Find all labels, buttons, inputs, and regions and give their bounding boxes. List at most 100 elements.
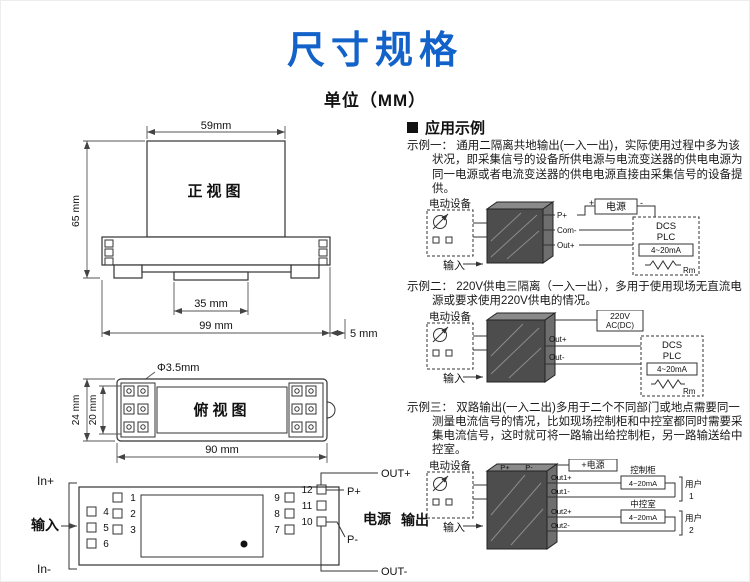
acdc-label: AC(DC) (606, 321, 634, 330)
output-channel-1: Out1+ Out1- 控制柜 4~20mA 用户 1 (547, 465, 702, 501)
user1-num: 1 (689, 491, 694, 501)
terminal-12: 12 (301, 485, 313, 496)
p-plus-label: P+ (347, 486, 361, 498)
dim-hole-label: Φ3.5mm (157, 362, 199, 374)
dest2-label: 中控室 (630, 499, 656, 509)
power-label: 电源 (606, 200, 626, 213)
page-title: 尺寸规格 (286, 30, 463, 72)
mains-supply: 220V AC(DC) (555, 309, 644, 331)
device-label: 电动设备 (429, 310, 471, 323)
user2-label: 用户 (685, 513, 702, 523)
section-header: 应用示例 (407, 119, 747, 137)
user2-num: 2 (689, 525, 694, 535)
ma-label: 4~20mA (651, 246, 682, 255)
minus-sign: - (640, 198, 643, 208)
front-view-drawing: 正视图 (101, 140, 331, 281)
p-minus-label: P- (525, 463, 533, 472)
example1-diagram: 电动设备 输入 P+ Com- Out+ (426, 197, 700, 276)
example3-text: 示例三： 双路输出(一入二出)多用于二个不同部门或地点需要同一测量电流信号的情况… (407, 401, 743, 457)
input-label: 输入 (31, 517, 59, 533)
isolator-outputs: Out+ Out- (545, 335, 641, 364)
out-plus-label: Out+ (557, 241, 575, 250)
dimension-drawings: 正视图 59mm 65 mm 35 mm 99 mm 5 mm (31, 120, 429, 578)
isolator-module: P+ P- (473, 463, 559, 550)
in-minus-label: In- (37, 562, 51, 576)
dim-59mm-label: 59mm (201, 120, 232, 132)
electric-device: 电动设备 输入 (426, 459, 483, 534)
example3-diagram: 电动设备 输入 P+ P- +电源 (426, 458, 702, 550)
power-supply: + 电源 - (577, 198, 656, 217)
power-supply: +电源 (557, 458, 618, 471)
terminal-2: 2 (130, 509, 136, 520)
terminal-8: 8 (274, 509, 280, 520)
dcs-label: DCS (656, 221, 676, 232)
out1-minus-label: Out1- (551, 487, 570, 496)
dcs-plc-unit: DCS PLC 4~20mA Rm (579, 216, 700, 276)
terminal-10: 10 (301, 517, 313, 528)
out2-minus-label: Out2- (551, 521, 570, 530)
ma2-label: 4~20mA (629, 513, 657, 522)
in-plus-label: In+ (37, 474, 54, 488)
dim-24mm-label: 24 mm (71, 395, 82, 426)
example1-text: 示例一： 通用二隔离共地输出(一入一出)，实际使用过程中多为该状况，即采集信号的… (407, 140, 743, 195)
dim-20mm-label: 20 mm (88, 395, 99, 426)
p-minus-label: P- (347, 534, 358, 546)
terminal-11: 11 (302, 501, 313, 512)
device-label: 电动设备 (429, 197, 471, 210)
terminal-7: 7 (274, 525, 280, 536)
rm-label: Rm (683, 387, 696, 396)
input-label: 输入 (443, 520, 465, 534)
out-minus-label: Out- (549, 353, 565, 362)
input-label: 输入 (443, 371, 465, 385)
front-view-label: 正视图 (187, 182, 244, 200)
terminal-3: 3 (130, 525, 136, 536)
p-plus-label: P+ (500, 463, 510, 472)
isolator-module (473, 311, 557, 383)
p-plus-label: P+ (557, 211, 567, 220)
out-plus-label: OUT+ (381, 468, 411, 480)
rm-label: Rm (683, 266, 696, 275)
top-view-drawing: Φ3.5mm 俯视图 (116, 362, 336, 442)
isolator-module (473, 201, 555, 264)
output-channel-2: Out2+ Out2- 中控室 4~20mA 用户 2 (547, 499, 702, 535)
example2-diagram: 电动设备 输入 220V AC(DC) (426, 309, 704, 396)
terminal-6: 6 (103, 539, 109, 550)
dim-35mm-label: 35 mm (194, 298, 228, 310)
com-minus-label: Com- (557, 226, 577, 235)
out2-plus-label: Out2+ (551, 507, 572, 516)
terminal-9: 9 (274, 493, 280, 504)
plc-label: PLC (663, 351, 682, 362)
user1-label: 用户 (685, 479, 702, 489)
dim-65mm-label: 65 mm (70, 195, 82, 227)
output-label: 输出 (401, 512, 429, 528)
terminal-4: 4 (103, 507, 109, 518)
out-minus-label: OUT- (381, 566, 408, 578)
out1-plus-label: Out1+ (551, 473, 572, 482)
plus-sign: + (589, 198, 594, 208)
application-examples: 应用示例 示例一： 通用二隔离共地输出(一入一出)，实际使用过程中多为该状况，即… (407, 119, 747, 555)
dcs-label: DCS (662, 340, 682, 351)
terminal-1: 1 (130, 493, 136, 504)
front-view-dimensions: 59mm 65 mm 35 mm 99 mm 5 mm (70, 120, 378, 340)
isolator-outputs: P+ Com- Out+ (543, 211, 577, 250)
wiring-diagram: In+ 输入 In- 1 2 3 4 5 6 9 8 7 12 11 10 (31, 468, 429, 578)
section-title: 应用示例 (425, 120, 486, 137)
power-label: +电源 (581, 459, 604, 470)
device-label: 电动设备 (429, 459, 471, 472)
input-label: 输入 (443, 258, 465, 272)
unit-label: 单位（MM） (323, 91, 427, 110)
plc-label: PLC (657, 232, 676, 243)
volt-label: 220V (610, 311, 630, 321)
electric-device: 电动设备 输入 (426, 310, 483, 385)
ma1-label: 4~20mA (629, 479, 657, 488)
top-view-dimensions: 24 mm 20 mm 90 mm (71, 378, 328, 463)
out-plus-label: Out+ (549, 335, 567, 344)
electric-device: 电动设备 输入 (426, 197, 483, 272)
dest1-label: 控制柜 (630, 465, 656, 475)
power-label: 电源 (363, 511, 391, 527)
dcs-plc-unit: DCS PLC 4~20mA Rm (640, 335, 704, 396)
dim-90mm-label: 90 mm (205, 444, 239, 456)
terminal-5: 5 (103, 523, 109, 534)
dim-99mm-label: 99 mm (199, 320, 233, 332)
